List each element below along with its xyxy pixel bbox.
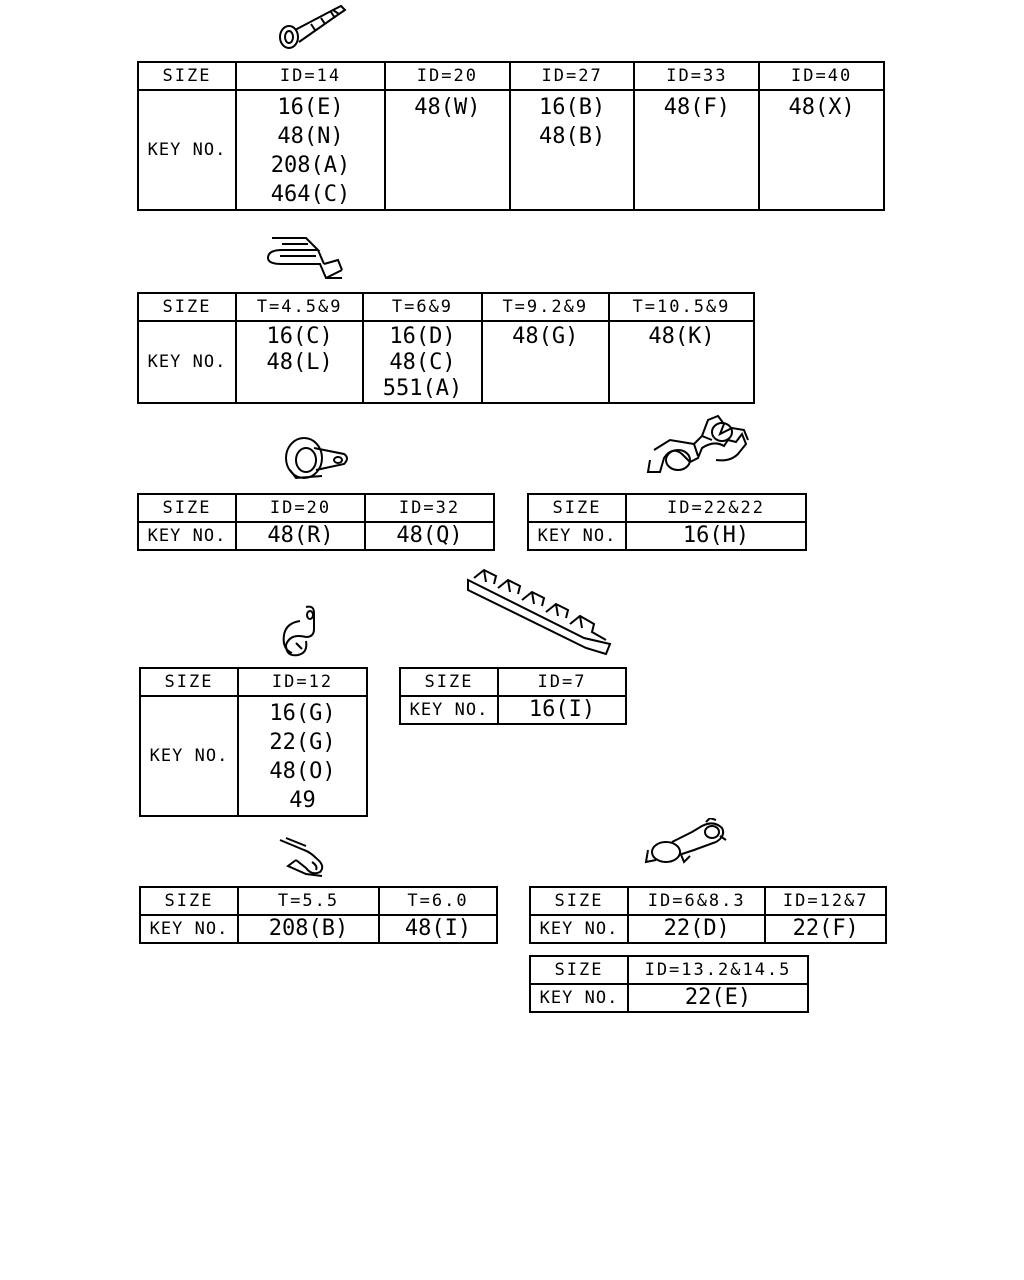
table-t7: SIZE T=5.5 T=6.0 KEY NO. 208(B) 48(I): [139, 886, 499, 944]
key-value: 22(F): [764, 914, 887, 944]
size-label: SIZE: [137, 493, 237, 523]
twin-clip-icon: [642, 818, 732, 870]
size-label: SIZE: [137, 292, 237, 322]
table-t3: SIZE ID=20 ID=32 KEY NO. 48(R) 48(Q): [137, 493, 495, 551]
key-no-label: KEY NO.: [529, 983, 629, 1013]
key-value: 16(G): [269, 701, 336, 726]
key-cell: 48(X): [758, 89, 885, 211]
header-cell: T=5.5: [237, 886, 380, 916]
header-cell: ID=6&8.3: [626, 886, 767, 916]
key-value: 16(H): [625, 521, 807, 551]
table-t9: SIZE ID=13.2&14.5 KEY NO. 22(E): [529, 955, 809, 1013]
key-value: 48(X): [788, 95, 855, 120]
key-value: 48(F): [663, 95, 730, 120]
key-value: 208(B): [237, 914, 380, 944]
loop-clamp-icon: [278, 603, 322, 659]
key-no-label: KEY NO.: [139, 914, 239, 944]
table-t5: SIZE ID=12 KEY NO. 16(G) 22(G) 48(O) 49: [139, 667, 368, 817]
key-value: 49: [289, 788, 316, 813]
key-value: 48(G): [512, 324, 579, 349]
header-cell: ID=40: [758, 61, 885, 91]
header-cell: ID=33: [633, 61, 761, 91]
key-value: 48(Q): [364, 521, 495, 551]
header-cell: ID=12: [237, 667, 368, 697]
key-value: 22(D): [626, 914, 767, 944]
table-t8: SIZE ID=6&8.3 ID=12&7 KEY NO. 22(D) 22(F…: [529, 886, 887, 944]
key-value: 48(W): [414, 95, 481, 120]
p-clamp-icon: [282, 434, 352, 482]
header-cell: ID=22&22: [625, 493, 807, 523]
key-cell: 16(E) 48(N) 208(A) 464(C): [235, 89, 386, 211]
key-value: 551(A): [382, 376, 463, 401]
size-label: SIZE: [137, 61, 237, 91]
key-value: 22(G): [269, 730, 336, 755]
header-cell: T=4.5&9: [234, 292, 365, 322]
key-no-label: KEY NO.: [137, 320, 237, 404]
table-t2: SIZE T=4.5&9 T=6&9 T=9.2&9 T=10.5&9 KEY …: [137, 292, 756, 404]
key-no-label: KEY NO.: [529, 914, 629, 944]
size-label: SIZE: [139, 667, 239, 697]
key-cell: 48(W): [383, 89, 511, 211]
header-cell: ID=14: [235, 61, 386, 91]
header-cell: T=9.2&9: [480, 292, 610, 322]
key-value: 48(C): [389, 350, 456, 375]
key-value: 208(A): [270, 153, 351, 178]
key-no-label: KEY NO.: [137, 521, 237, 551]
key-value: 16(E): [277, 95, 344, 120]
table-t4: SIZE ID=22&22 KEY NO. 16(H): [527, 493, 807, 551]
size-label: SIZE: [139, 886, 239, 916]
multi-pipe-clip-strip-icon: [464, 568, 614, 658]
key-value: 48(B): [538, 124, 606, 149]
key-value: 48(N): [277, 124, 344, 149]
header-cell: ID=20: [235, 493, 366, 523]
key-cell: 16(B) 48(B): [508, 89, 636, 211]
key-cell: 16(G) 22(G) 48(O) 49: [237, 695, 368, 817]
header-cell: T=6.0: [377, 886, 499, 916]
wire-hook-clip-icon: [276, 836, 332, 878]
key-value: 16(B): [538, 95, 606, 120]
header-cell: T=10.5&9: [607, 292, 756, 322]
key-value: 22(E): [627, 983, 809, 1013]
header-cell: ID=27: [508, 61, 636, 91]
table-t1: SIZE ID=14 ID=20 ID=27 ID=33 ID=40 KEY N…: [137, 61, 885, 211]
key-no-label: KEY NO.: [399, 695, 499, 725]
key-value: 464(C): [270, 182, 351, 207]
key-cell: 16(D) 48(C) 551(A): [362, 320, 483, 404]
size-label: SIZE: [399, 667, 499, 697]
double-clip-icon: [642, 410, 754, 485]
key-value: 48(L): [266, 350, 333, 375]
header-cell: ID=20: [383, 61, 511, 91]
header-cell: ID=13.2&14.5: [627, 955, 809, 985]
header-cell: ID=32: [364, 493, 495, 523]
key-no-label: KEY NO.: [527, 521, 627, 551]
key-cell: 48(F): [633, 89, 761, 211]
key-value: 16(I): [497, 695, 627, 725]
header-cell: T=6&9: [362, 292, 483, 322]
bent-bracket-clip-icon: [262, 234, 350, 284]
key-cell: 16(C) 48(L): [234, 320, 365, 404]
key-value: 16(C): [266, 324, 333, 349]
key-value: 16(D): [389, 324, 456, 349]
key-value: 48(R): [235, 521, 366, 551]
key-no-label: KEY NO.: [139, 695, 239, 817]
key-value: 48(I): [377, 914, 499, 944]
size-label: SIZE: [529, 886, 629, 916]
size-label: SIZE: [527, 493, 627, 523]
pin-clip-icon: [275, 4, 350, 54]
key-no-label: KEY NO.: [137, 89, 237, 211]
header-cell: ID=7: [497, 667, 627, 697]
key-value: 48(K): [648, 324, 715, 349]
header-cell: ID=12&7: [764, 886, 887, 916]
key-cell: 48(G): [480, 320, 610, 404]
table-t6: SIZE ID=7 KEY NO. 16(I): [399, 667, 627, 725]
key-cell: 48(K): [607, 320, 756, 404]
size-label: SIZE: [529, 955, 629, 985]
key-value: 48(O): [269, 759, 336, 784]
